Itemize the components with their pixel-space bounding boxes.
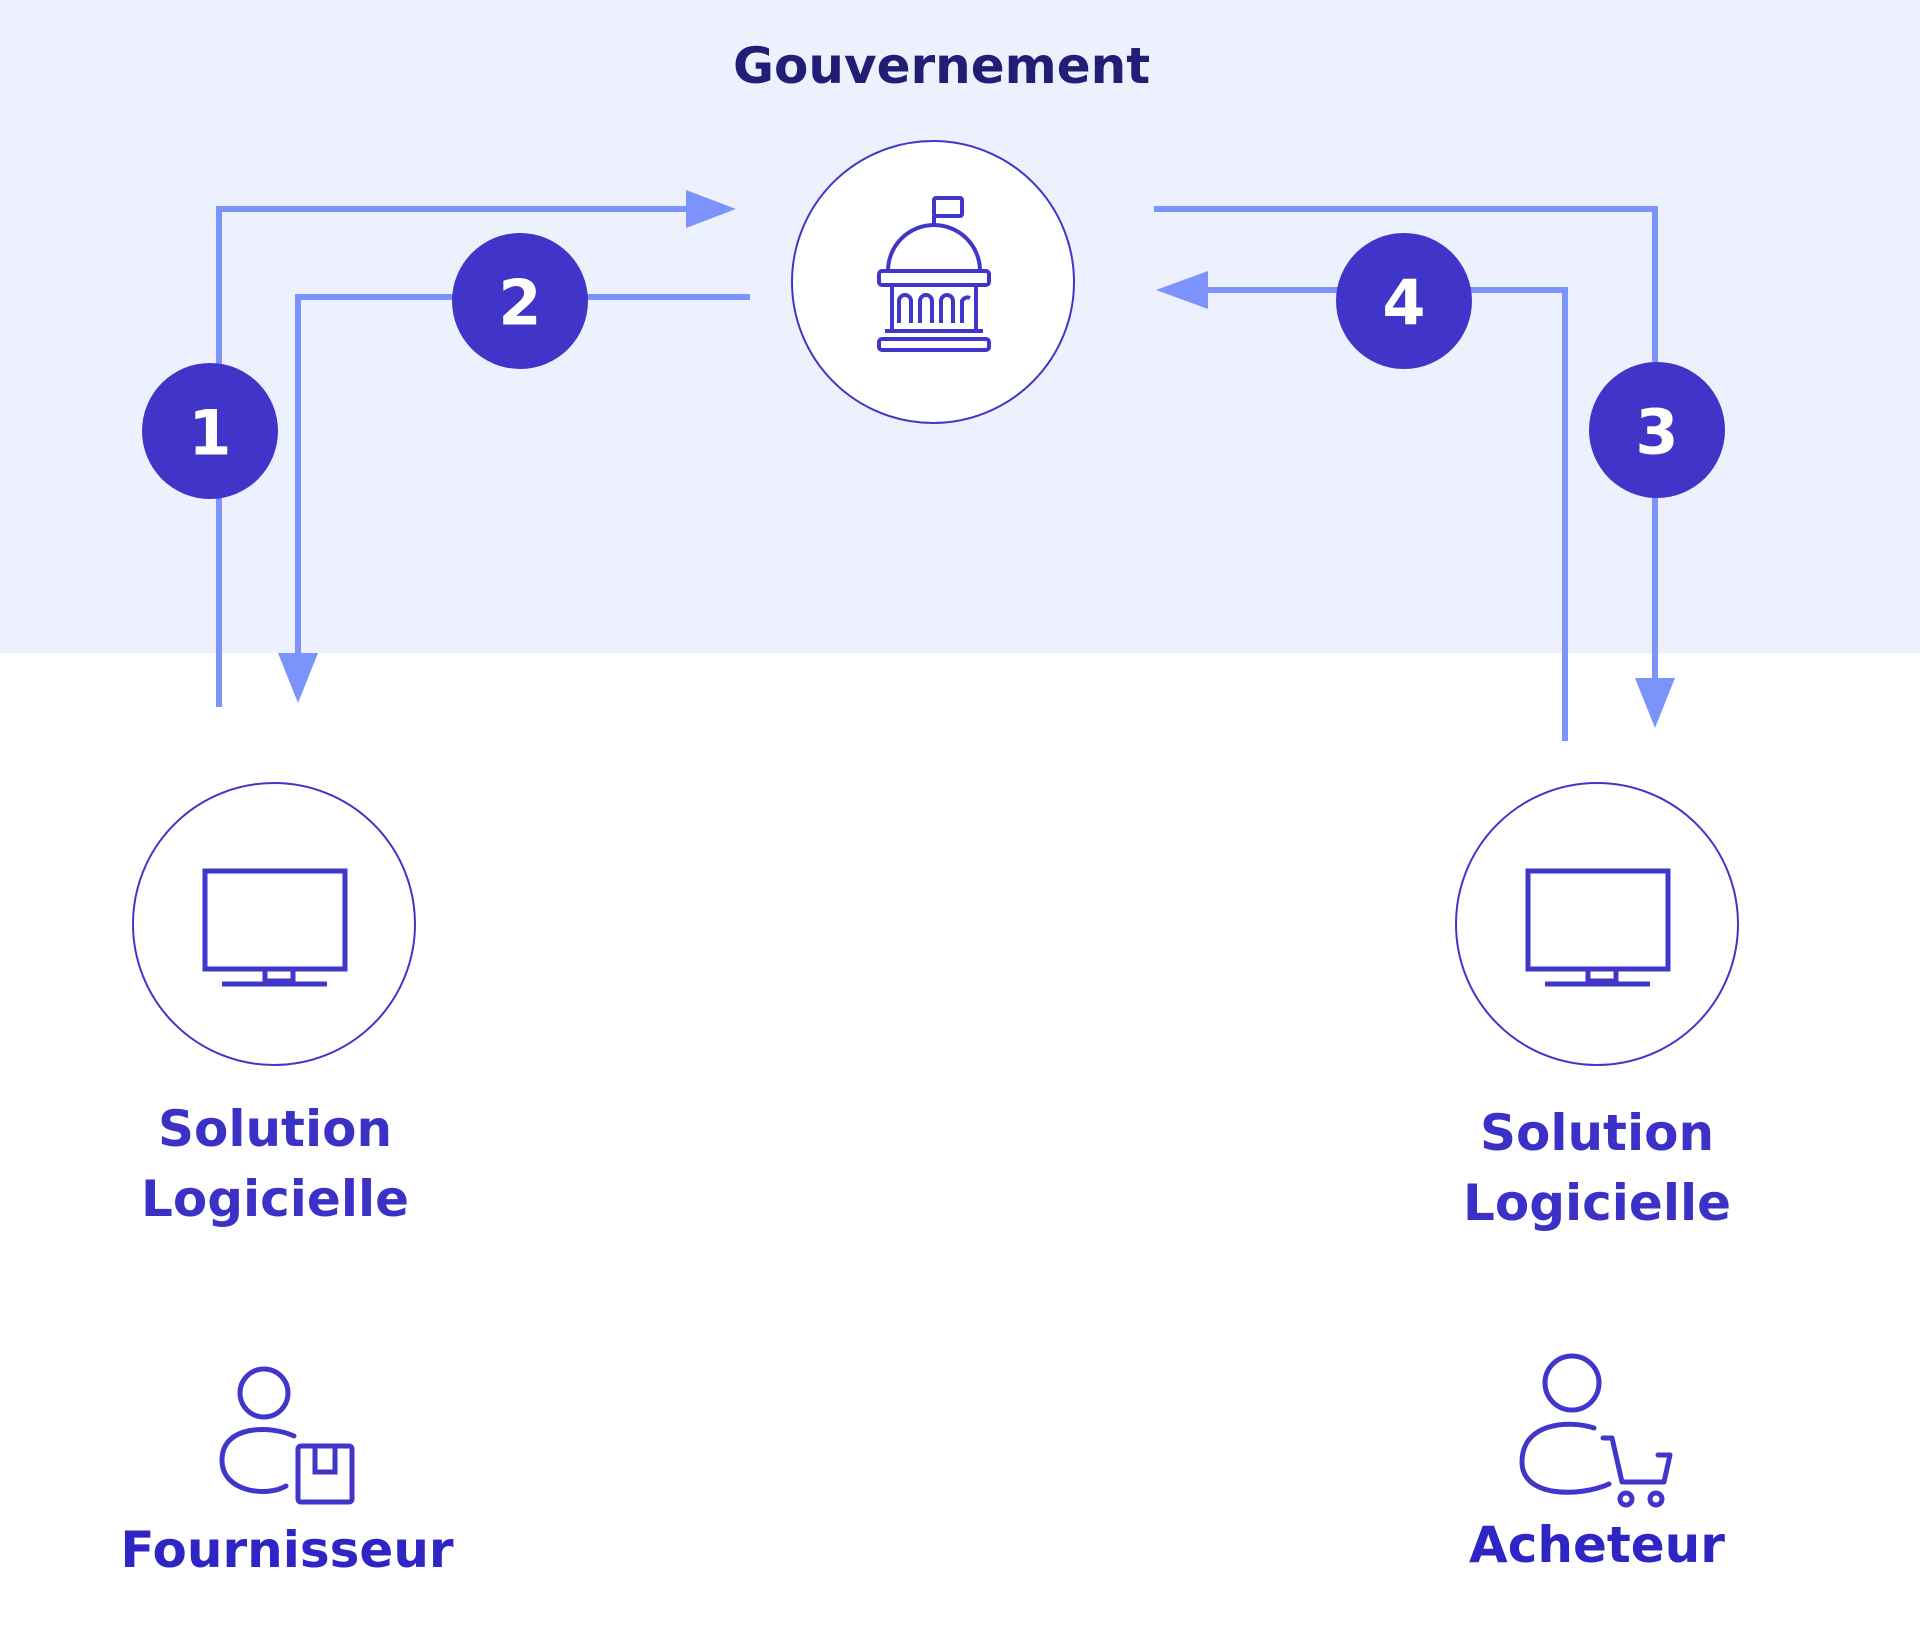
arrowhead-step-2: [278, 653, 318, 703]
step-badge-2: 2: [452, 233, 588, 369]
supplier-label: Fournisseur: [120, 1521, 454, 1579]
software-node-right: [1455, 782, 1739, 1066]
step-number-2: 2: [498, 267, 541, 340]
arrowhead-step-4: [1156, 271, 1208, 309]
step-badge-3: 3: [1589, 362, 1725, 498]
software-node-left: [132, 782, 416, 1066]
software-right-label-line1: Solution: [1479, 1104, 1715, 1162]
arrow-step-1: [216, 190, 736, 707]
software-right-label: Solution Logicielle: [1437, 1098, 1757, 1238]
arrowhead-step-3: [1635, 678, 1675, 728]
step-number-4: 4: [1382, 267, 1425, 340]
software-left-label-line1: Solution: [157, 1100, 393, 1158]
step-badge-1: 1: [142, 363, 278, 499]
government-node: [791, 140, 1075, 424]
government-building-icon: [877, 196, 991, 352]
buyer-person-cart-icon: [1519, 1353, 1673, 1508]
monitor-icon: [202, 868, 348, 987]
arrow-step-4: [1156, 271, 1568, 741]
arrow-step-2: [278, 294, 750, 703]
government-label: Gouvernement: [733, 37, 1151, 95]
supplier-person-box-icon: [219, 1366, 355, 1505]
step-number-3: 3: [1635, 396, 1678, 469]
software-left-label: Solution Logicielle: [115, 1094, 435, 1234]
step-number-1: 1: [188, 397, 231, 470]
arrowhead-step-1: [686, 190, 736, 228]
step-badge-4: 4: [1336, 233, 1472, 369]
buyer-label: Acheteur: [1469, 1516, 1725, 1574]
software-right-label-line2: Logicielle: [1462, 1174, 1732, 1232]
monitor-icon: [1525, 868, 1671, 987]
arrow-step-3: [1154, 206, 1675, 728]
software-left-label-line2: Logicielle: [140, 1170, 410, 1228]
